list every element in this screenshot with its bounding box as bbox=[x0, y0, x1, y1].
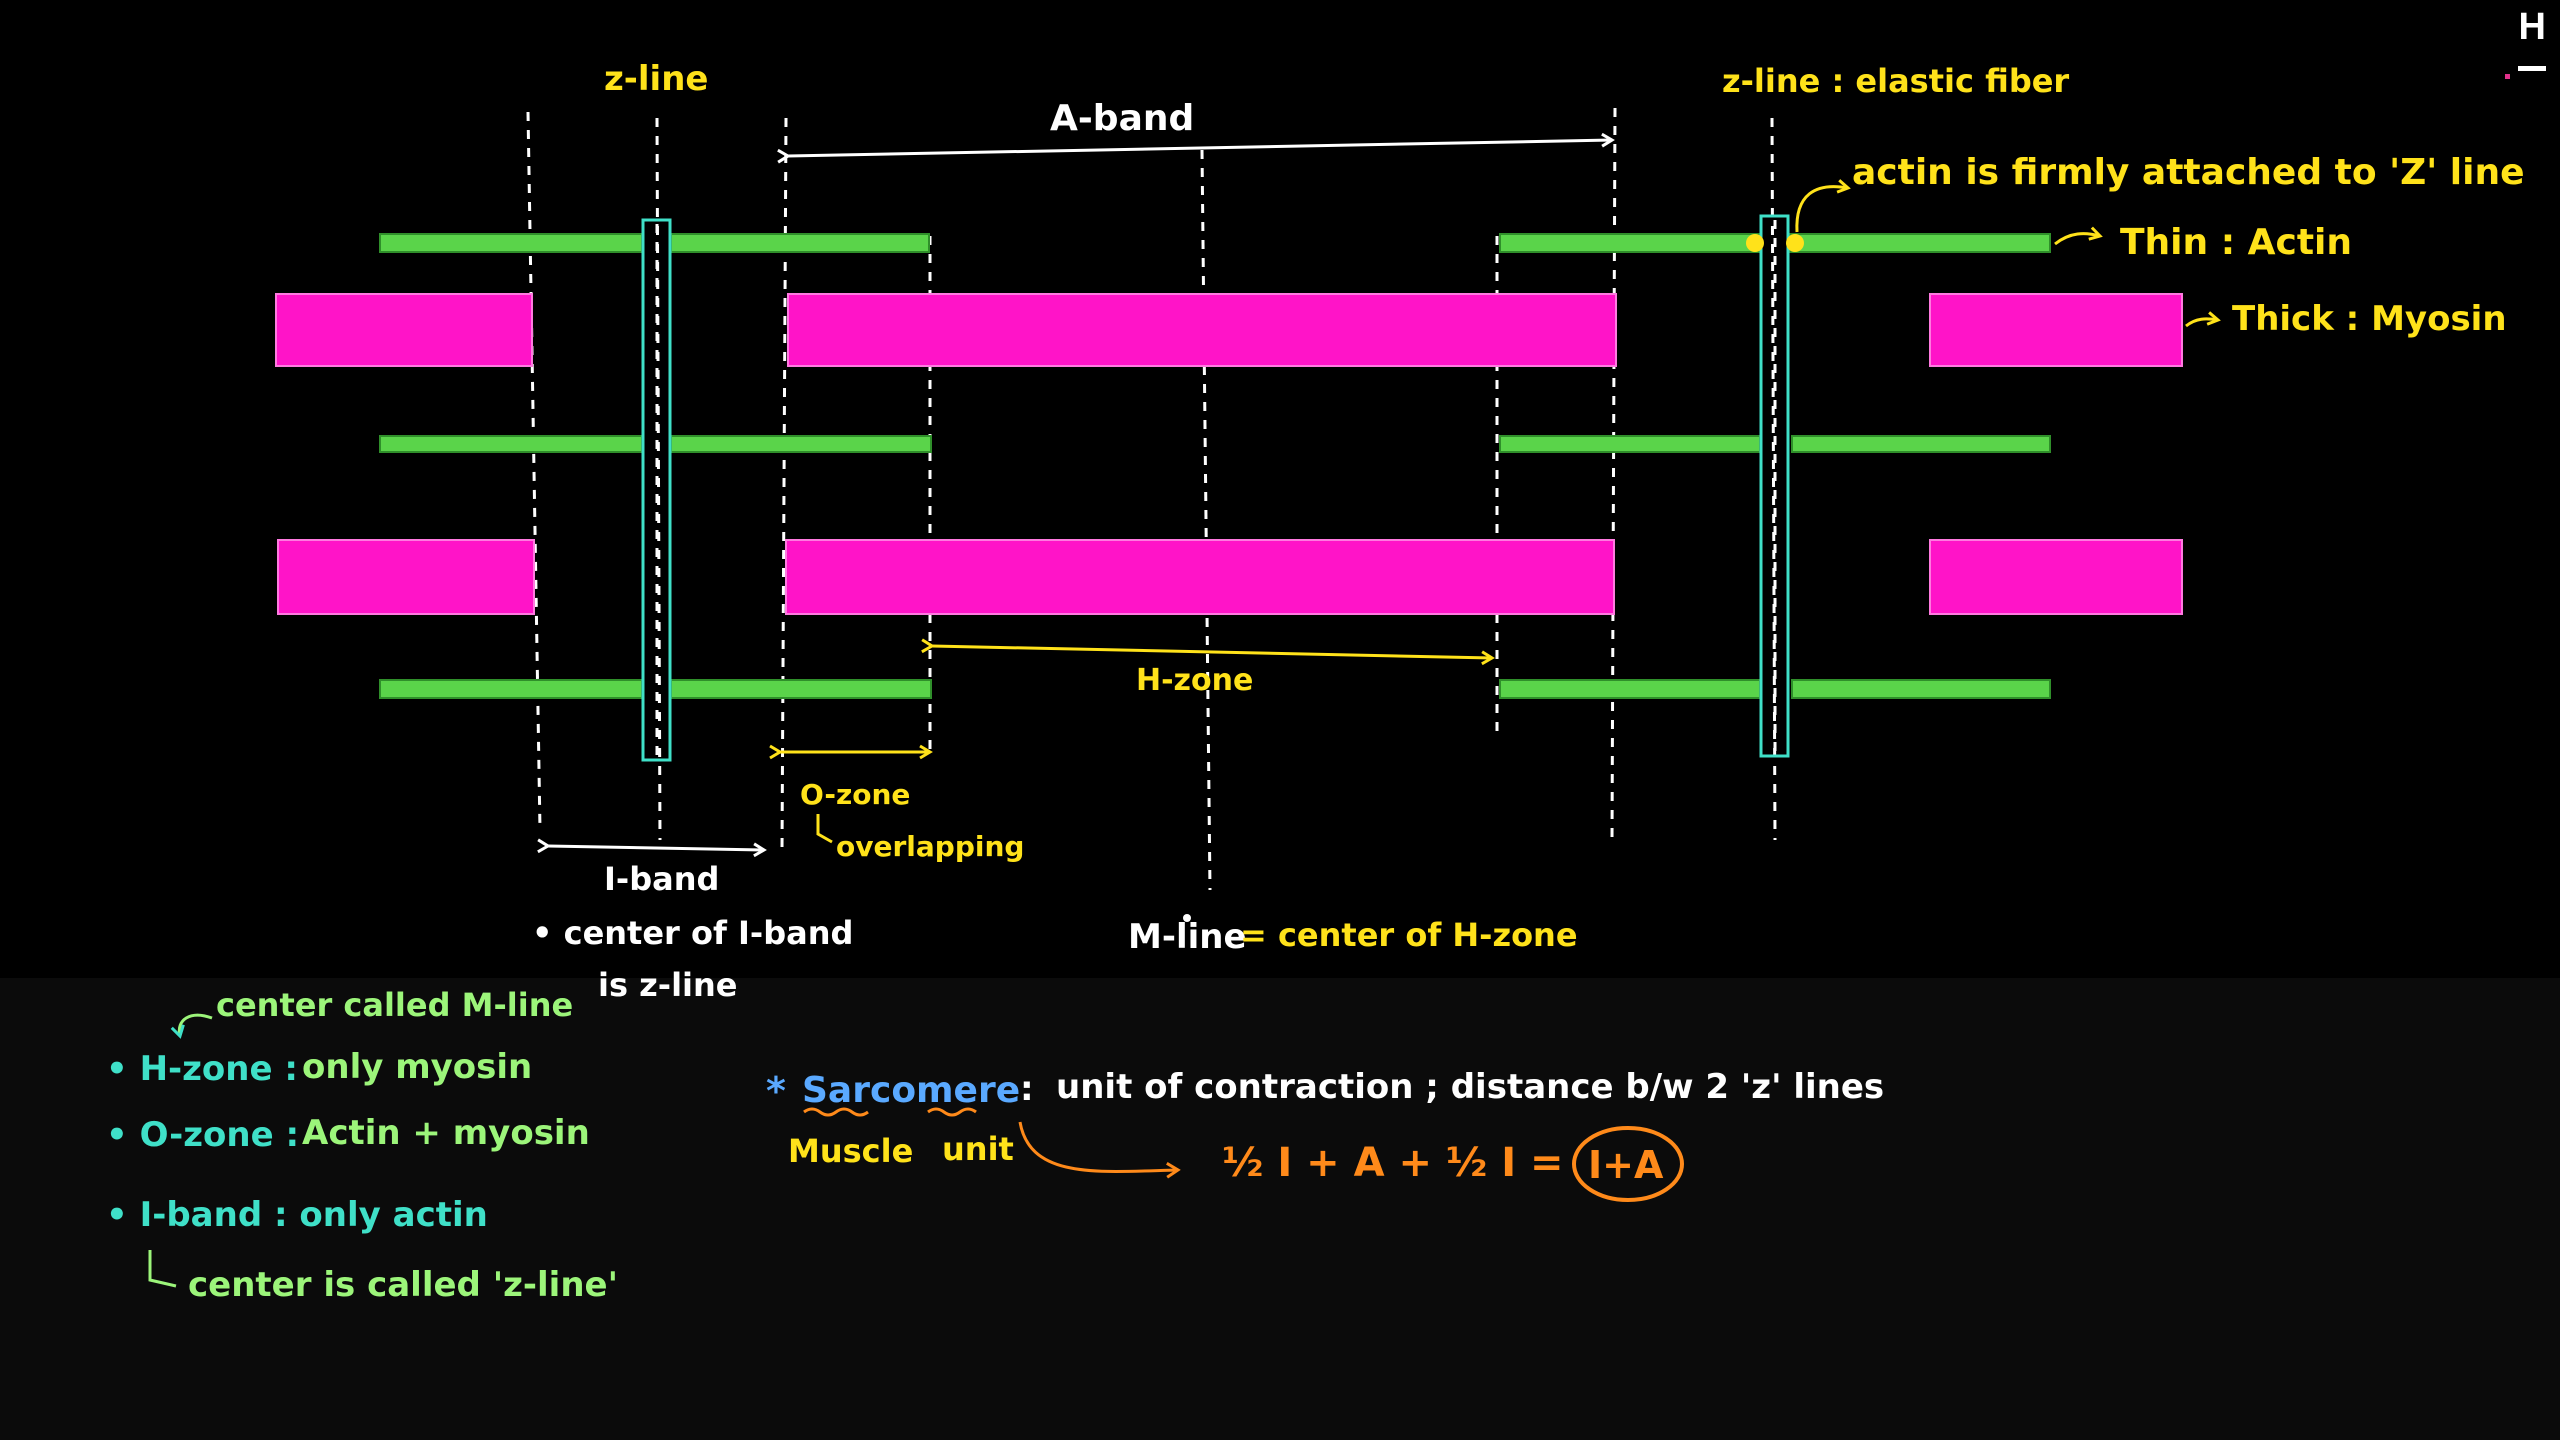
z-line-right bbox=[1759, 214, 1790, 758]
i-band-note: • I-band : only actin bbox=[106, 1195, 488, 1235]
z-line-left bbox=[641, 218, 672, 762]
corner-letter: H bbox=[2518, 6, 2546, 48]
sarcomere-formula: ½ I + A + ½ I = bbox=[1222, 1140, 1564, 1186]
muscle-word: Muscle bbox=[788, 1132, 913, 1170]
corner-dash bbox=[2518, 66, 2546, 71]
aband-right-edge bbox=[1610, 107, 1617, 841]
myosin-filament bbox=[275, 293, 533, 367]
actin-filaments bbox=[379, 233, 2051, 699]
actin-filament bbox=[1791, 435, 2051, 453]
sarcomere-result: I+A bbox=[1588, 1143, 1664, 1187]
o-zone-label: O-zone bbox=[800, 778, 910, 811]
actin-filament bbox=[1499, 435, 1761, 453]
attachment-dot bbox=[1746, 234, 1764, 252]
actin-filament bbox=[1499, 233, 1761, 253]
h-zone-label: H-zone bbox=[1136, 663, 1253, 698]
a-band-arrow bbox=[777, 132, 1615, 164]
center-m-arrow bbox=[170, 1013, 213, 1039]
h-zone-note-label: • H-zone : bbox=[106, 1049, 298, 1089]
z-line-left-label: z-line bbox=[604, 59, 708, 99]
actin-attached-arrow bbox=[1795, 179, 1851, 233]
overlapping-arrow bbox=[816, 814, 833, 844]
myosin-filament bbox=[1929, 293, 2183, 367]
i-band-label: I-band bbox=[604, 860, 719, 898]
actin-filament bbox=[670, 679, 932, 699]
center-z-arrow bbox=[148, 1250, 177, 1288]
corner-mark bbox=[2505, 74, 2510, 79]
sarcomere-colon: : bbox=[1020, 1069, 1034, 1109]
actin-filament bbox=[670, 233, 930, 253]
attachment-dot bbox=[1786, 234, 1804, 252]
formula-arrow bbox=[1018, 1121, 1181, 1179]
i-band-arrow bbox=[537, 838, 767, 858]
i-band-center-note: • center of I-band bbox=[532, 914, 853, 952]
thick-arrow bbox=[2185, 311, 2221, 328]
notes-board bbox=[0, 978, 2560, 1440]
sarcomere-underline bbox=[803, 1107, 977, 1117]
m-line-label: M-line bbox=[1128, 917, 1247, 957]
reference-lines bbox=[526, 107, 1777, 891]
overlapping-label: overlapping bbox=[836, 830, 1024, 863]
thin-arrow bbox=[2054, 226, 2103, 246]
center-m-note: center called M-line bbox=[216, 986, 573, 1024]
myosin-filament bbox=[785, 539, 1615, 615]
m-line-definition: = center of H-zone bbox=[1240, 916, 1578, 954]
iband-left-edge bbox=[526, 111, 542, 831]
actin-attached-label: actin is firmly attached to 'Z' line bbox=[1852, 152, 2525, 193]
myosin-filament bbox=[787, 293, 1617, 367]
z-lines bbox=[641, 214, 1790, 762]
m-line bbox=[1200, 149, 1212, 891]
i-band-center-note-2: is z-line bbox=[598, 966, 737, 1004]
actin-filament bbox=[379, 435, 643, 453]
h-zone-note-value: only myosin bbox=[302, 1047, 532, 1087]
myosin-filaments bbox=[275, 293, 2183, 615]
myosin-filament bbox=[1929, 539, 2183, 615]
a-band-label: A-band bbox=[1050, 98, 1194, 139]
result-circle bbox=[1572, 1126, 1684, 1202]
actin-filament bbox=[1791, 679, 2051, 699]
sarcomere-definition: unit of contraction ; distance b/w 2 'z'… bbox=[1056, 1067, 1884, 1107]
aband-left-edge bbox=[780, 117, 788, 851]
actin-filament bbox=[1789, 233, 2051, 253]
thick-label: Thick : Myosin bbox=[2232, 299, 2507, 339]
h-zone-arrow bbox=[921, 638, 1495, 666]
unit-word: unit bbox=[942, 1130, 1014, 1168]
actin-filament bbox=[379, 233, 643, 253]
o-zone-note-value: Actin + myosin bbox=[302, 1113, 590, 1153]
actin-filament bbox=[670, 435, 932, 453]
center-z-note: center is called 'z-line' bbox=[188, 1265, 618, 1305]
z-line-right-label: z-line : elastic fiber bbox=[1722, 62, 2069, 100]
myosin-filament bbox=[277, 539, 535, 615]
actin-filament bbox=[379, 679, 643, 699]
m-line-dot bbox=[1183, 914, 1191, 922]
star-marker: * bbox=[766, 1069, 786, 1113]
actin-filament bbox=[1499, 679, 1761, 699]
thin-label: Thin : Actin bbox=[2120, 222, 2352, 263]
sarcomere-term: Sarcomere bbox=[802, 1070, 1020, 1111]
o-zone-note-label: • O-zone : bbox=[106, 1115, 299, 1155]
